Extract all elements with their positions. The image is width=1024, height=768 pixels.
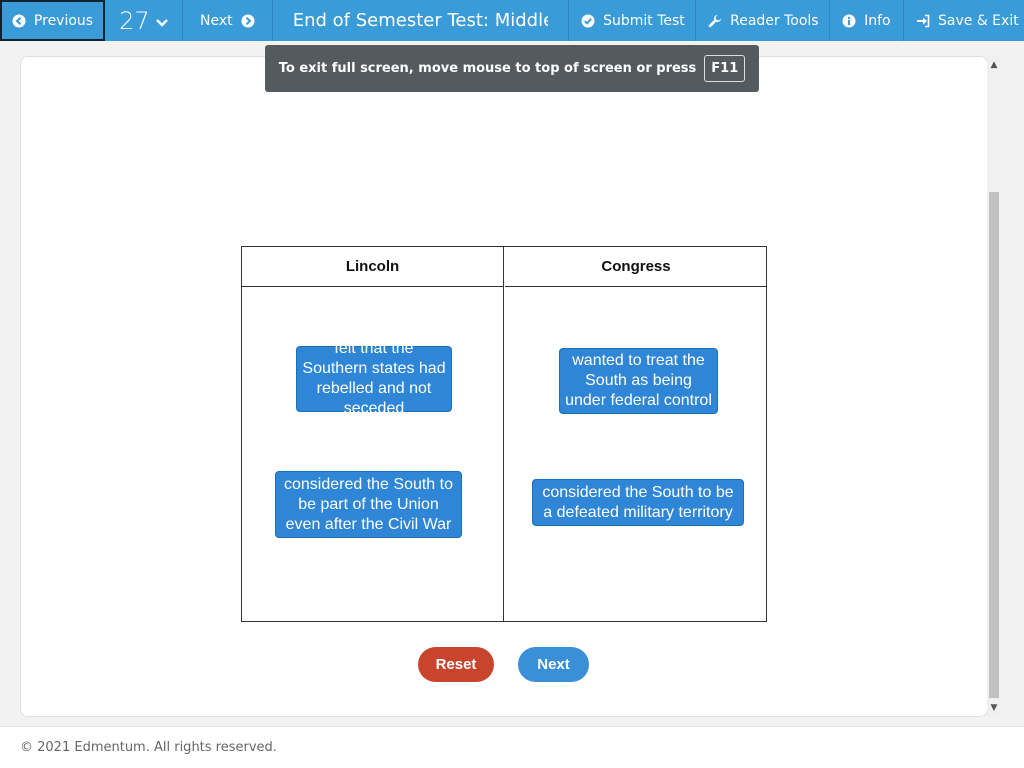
question-number-dropdown[interactable]: 27: [105, 0, 183, 41]
reader-tools-label: Reader Tools: [730, 12, 819, 29]
scrollbar-thumb[interactable]: [989, 192, 999, 698]
wrench-icon: [708, 14, 722, 28]
arrow-right-circle-icon: [241, 14, 255, 28]
column-congress[interactable]: Congress: [505, 247, 767, 621]
save-exit-button[interactable]: Save & Exit: [904, 0, 1024, 41]
previous-button[interactable]: Previous: [0, 0, 105, 41]
arrow-left-circle-icon: [12, 14, 26, 28]
next-label: Next: [199, 12, 233, 29]
submit-test-button[interactable]: Submit Test: [569, 0, 697, 41]
fullscreen-notice: To exit full screen, move mouse to top o…: [265, 45, 759, 92]
column-lincoln[interactable]: Lincoln: [242, 247, 504, 621]
test-title-text: End of Semester Test: Middle Sc: [292, 10, 548, 31]
footer: © 2021 Edmentum. All rights reserved.: [0, 726, 1024, 768]
chevron-down-icon: [155, 16, 168, 32]
info-button[interactable]: Info: [830, 0, 904, 41]
sign-out-icon: [916, 14, 930, 28]
column-header-congress: Congress: [505, 247, 767, 287]
fullscreen-key: F11: [704, 55, 746, 82]
draggable-answer-tile[interactable]: wanted to treat the South as being under…: [559, 348, 718, 414]
copyright-text: © 2021 Edmentum. All rights reserved.: [20, 740, 277, 755]
scroll-down-arrow-icon[interactable]: ▼: [990, 703, 998, 713]
draggable-answer-tile[interactable]: considered the South to be part of the U…: [275, 471, 462, 538]
next-question-button[interactable]: Next: [183, 0, 273, 41]
column-header-lincoln: Lincoln: [242, 247, 503, 287]
scroll-up-arrow-icon[interactable]: ▲: [990, 60, 998, 70]
next-button[interactable]: Next: [518, 647, 589, 682]
save-exit-label: Save & Exit: [938, 12, 1019, 29]
submit-label: Submit Test: [603, 12, 685, 29]
question-panel: [20, 56, 988, 717]
info-label: Info: [864, 12, 891, 29]
sorting-table: Lincoln Congress: [241, 246, 767, 622]
reader-tools-button[interactable]: Reader Tools: [696, 0, 831, 41]
draggable-answer-tile[interactable]: felt that the Southern states had rebell…: [296, 340, 452, 417]
draggable-answer-tile[interactable]: considered the South to be a defeated mi…: [532, 479, 744, 526]
test-title: End of Semester Test: Middle Sc: [273, 0, 570, 41]
question-number: 27: [119, 6, 150, 35]
info-circle-icon: [842, 14, 856, 28]
previous-label: Previous: [33, 12, 94, 29]
reset-button[interactable]: Reset: [418, 647, 494, 682]
vertical-scrollbar[interactable]: ▲ ▼: [987, 56, 1001, 717]
fullscreen-notice-text: To exit full screen, move mouse to top o…: [278, 61, 697, 76]
top-toolbar: Previous 27 Next End of Semester Test: M…: [0, 0, 1024, 41]
check-circle-icon: [581, 14, 595, 28]
